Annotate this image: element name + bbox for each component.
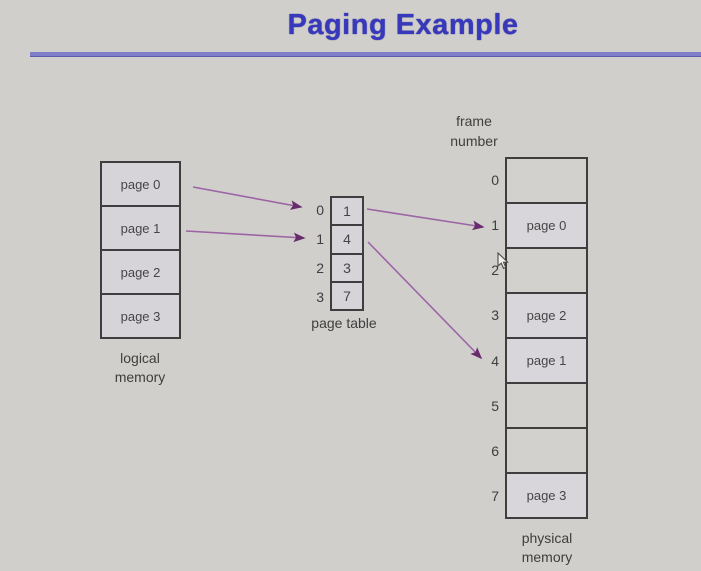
page-table-entry-3: 7 [332,282,362,309]
logical-memory-label: logical memory [114,350,166,385]
page-table-entry-2: 3 [332,254,362,283]
frame-number-6: 6 [491,443,499,460]
title-divider [30,52,701,57]
arrow-pt-row0-to-frame1 [366,208,485,231]
frame-number-5: 5 [491,397,499,414]
arrow-page1-to-pt-row1 [185,230,306,243]
physical-memory-label: physical memory [521,530,573,565]
frame-cell-3-page-2: page 2 [507,294,586,339]
frame-number-1: 1 [491,216,499,233]
frame-cell-6-empty [507,429,586,474]
page-table-entry-0: 1 [332,198,362,227]
frame-number-4: 4 [491,352,499,369]
frame-cell-2-empty [507,249,586,294]
logical-memory-cell-3: page 3 [102,295,179,337]
page-table-index-1: 1 [316,231,324,248]
frame-number-3: 3 [491,307,499,324]
page-table-index-0: 0 [316,202,324,219]
page-table-index-3: 3 [316,288,324,305]
frame-number-header: frame number [450,113,498,149]
frame-number-0: 0 [491,171,499,188]
logical-memory-cell-1: page 1 [102,207,179,251]
frame-cell-4-page-1: page 1 [507,339,586,384]
frame-cell-7-page-3: page 3 [507,474,586,517]
logical-memory-cell-2: page 2 [102,251,179,295]
frame-cell-5-empty [507,384,586,429]
frame-number-7: 7 [491,488,499,505]
page-title: Paging Example [287,9,519,41]
page-table-entry-1: 4 [332,226,362,255]
page-table-index-2: 2 [316,259,324,276]
page-table-label: page table [311,315,377,331]
mouse-cursor-icon [497,252,509,270]
logical-memory-cell-0: page 0 [102,163,179,207]
frame-cell-1-page-0: page 0 [507,204,586,249]
frame-number-2: 2 [491,262,499,279]
arrow-pt-row1-to-frame4 [367,241,483,360]
arrow-page0-to-pt-row0 [192,186,303,210]
frame-cell-0-empty [507,159,586,204]
